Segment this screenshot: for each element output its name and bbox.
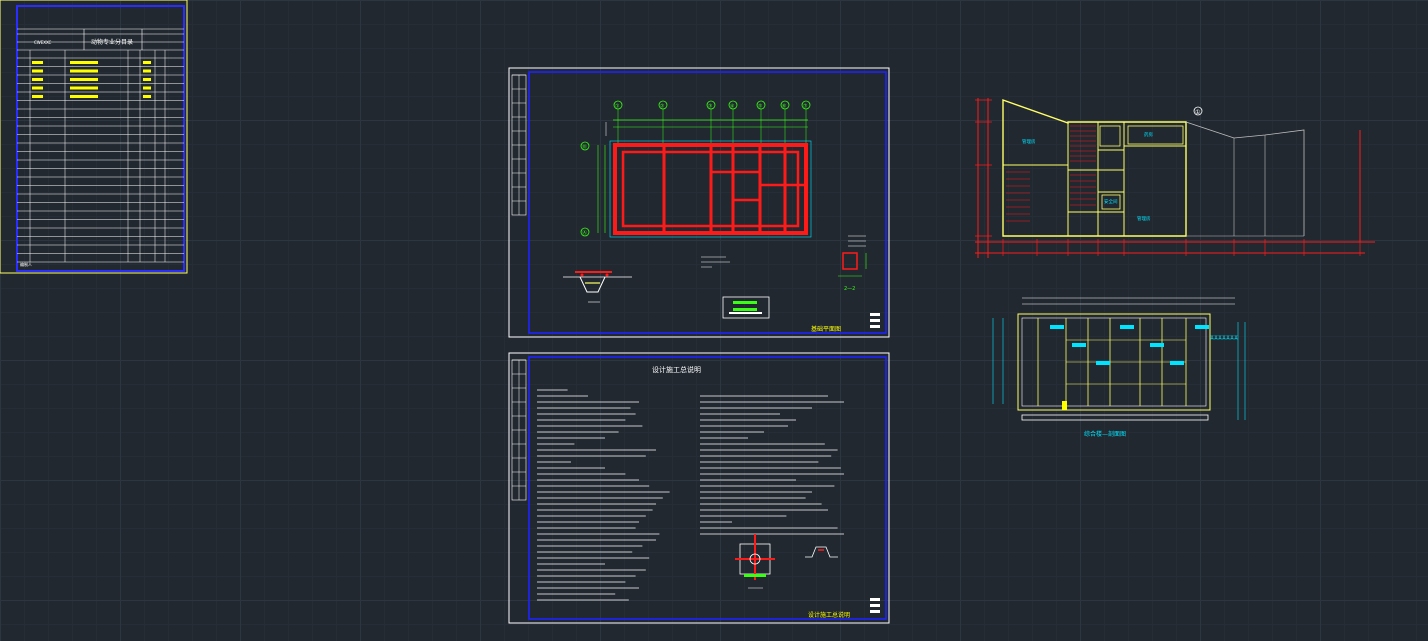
drawing-index-sheet[interactable]: 动物专业分目录 CWEXXC 编制人 [0, 0, 188, 274]
index-header-code: CWEXXC [34, 40, 51, 45]
left-strip-cells [512, 74, 526, 215]
axis-label: Ⓐ [582, 230, 587, 237]
section-label-mark [1120, 325, 1134, 329]
index-highlight [70, 78, 98, 81]
section-label-mark [1072, 343, 1086, 347]
building-plan-drawing[interactable]: 管理房 药房 安全间 管理房 ① [975, 98, 1375, 258]
design-notes-sheet[interactable]: 设计施工总说明 设计施工总说明 [508, 352, 890, 624]
index-highlight [143, 86, 151, 90]
index-highlight [32, 61, 43, 64]
index-highlight [32, 95, 43, 98]
section-side-label: 某某某某某某某 [1210, 334, 1238, 340]
axis-label: ⑥ [782, 104, 787, 110]
section-label-mark [1096, 361, 1110, 365]
index-highlight [32, 86, 43, 90]
index-footer-label: 编制人 [20, 261, 32, 267]
axis-label: ⑤ [758, 104, 762, 110]
axis-label: ② [660, 104, 665, 110]
axis-bubble [580, 227, 590, 237]
dimension-ticks [975, 99, 1361, 256]
index-highlight [70, 86, 98, 90]
room-label-1: 管理房 [1022, 138, 1036, 145]
section-label-mark [1050, 325, 1064, 329]
index-highlight [70, 95, 98, 98]
index-highlight [70, 69, 98, 73]
notes-title-block: 设计施工总说明 [808, 611, 850, 619]
section-label-mark [1195, 325, 1209, 329]
index-highlight [32, 69, 43, 73]
room-label-3: 安全间 [1104, 198, 1118, 205]
foundation-plan-sheet[interactable]: ① ② ③ ④ ⑤ ⑥ ⑦ Ⓑ Ⓐ 2—2 [508, 67, 890, 338]
axis-label: ③ [708, 104, 712, 110]
section-label: 2—2 [844, 286, 855, 292]
stair-hatch [1006, 125, 1096, 222]
axis-label: Ⓑ [582, 144, 587, 151]
section-caption: 综合楼—剖面图 [1084, 430, 1126, 438]
axis-grid: ① ② ③ ④ ⑤ ⑥ ⑦ Ⓑ Ⓐ [580, 100, 811, 237]
room-label-4: 管理房 [1137, 215, 1151, 222]
index-highlight [143, 61, 151, 64]
notes-heading: 设计施工总说明 [652, 365, 701, 374]
index-highlight [70, 61, 98, 64]
index-table-lines [17, 50, 184, 263]
left-strip-cells [512, 359, 526, 500]
index-title: 动物专业分目录 [91, 38, 133, 46]
index-highlight [32, 78, 43, 81]
index-highlight [143, 69, 151, 73]
axis-label: ④ [730, 104, 735, 110]
building-section-drawing[interactable]: 综合楼—剖面图 某某某某某某某 [992, 297, 1246, 438]
axis-bubble [580, 141, 590, 151]
axis-label: ⑦ [803, 104, 808, 110]
section-columns [1037, 318, 1209, 406]
axis-label: ① [615, 104, 620, 110]
plan-title-block: 基础平面图 [811, 325, 841, 333]
notes-text-lines [537, 389, 844, 601]
north-marker: ① [1195, 109, 1200, 116]
section-label-mark [1150, 343, 1164, 347]
room-label-2: 药房 [1144, 131, 1153, 138]
index-highlight-rows [32, 61, 151, 98]
index-highlight [143, 95, 151, 98]
index-highlight [143, 78, 151, 81]
section-label-mark [1170, 361, 1184, 365]
